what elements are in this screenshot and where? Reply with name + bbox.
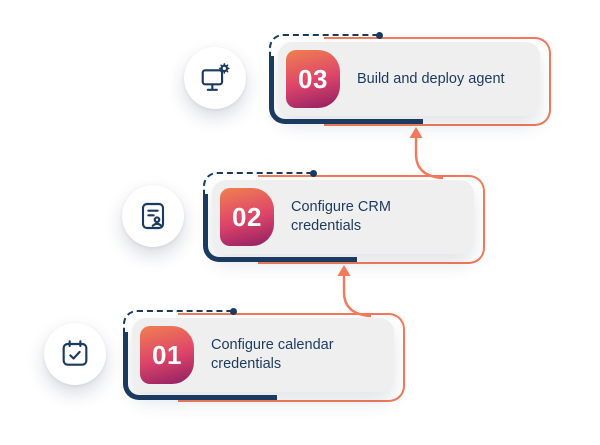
step-3-label: Build and deploy agent <box>357 70 505 87</box>
step-1-number-badge: 01 <box>140 326 194 384</box>
step-2-number-badge: 02 <box>220 188 274 246</box>
step-3: 03 Build and deploy agent <box>269 32 551 126</box>
step-2-dashed-accent <box>203 170 318 204</box>
step-1-dashed-accent <box>123 308 238 342</box>
step-3-number-badge: 03 <box>286 50 340 108</box>
document-user-icon <box>141 202 165 230</box>
monitor-gear-icon <box>201 63 230 91</box>
step-3-underline-accent <box>269 56 424 124</box>
step-3-dashed-accent <box>269 32 384 66</box>
step-2-icon-circle <box>122 185 184 247</box>
step-2-dashed-dot <box>310 170 318 177</box>
step-2: 02 Configure CRM credentials <box>203 170 485 264</box>
step-1-dashed-dot <box>230 308 238 315</box>
step-3-accent-outline <box>324 37 551 126</box>
step-3-dashed-dot <box>376 32 384 39</box>
step-3-card: 03 Build and deploy agent <box>278 42 540 116</box>
step-1-icon-circle <box>44 323 106 385</box>
step-1: 01 Configure calendar credentials <box>123 308 405 402</box>
step-1-accent-outline <box>178 313 405 402</box>
flow-arrow-1-to-2 <box>337 265 372 318</box>
flow-arrow-2-to-3 <box>409 127 444 180</box>
step-2-label: Configure CRM credentials <box>291 199 391 234</box>
step-2-accent-outline <box>258 175 485 264</box>
step-1-underline-accent <box>123 332 278 400</box>
step-2-underline-accent <box>203 194 358 262</box>
step-3-icon-circle <box>184 47 246 109</box>
step-2-card: 02 Configure CRM credentials <box>212 180 474 254</box>
calendar-check-icon <box>62 340 88 366</box>
